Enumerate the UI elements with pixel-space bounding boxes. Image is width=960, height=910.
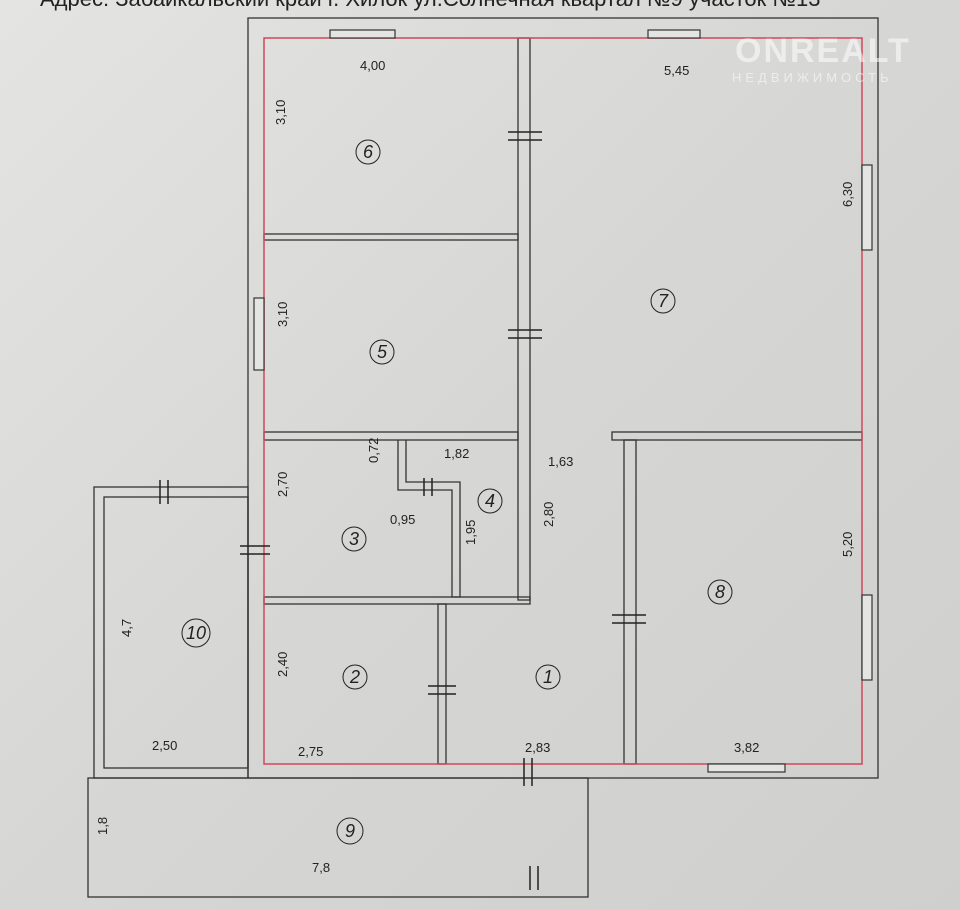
wall-5-3	[263, 431, 519, 441]
watermark-logo: ONREALT	[735, 32, 911, 70]
dim-hall-height: 2,80	[541, 502, 556, 527]
dim-r3-height: 2,70	[275, 472, 290, 497]
dim-hall-width: 1,63	[548, 454, 573, 469]
dim-r2-width: 2,75	[298, 744, 323, 759]
room-numbers: 1 2 3 4 5 6 7 8 9 10	[181, 139, 733, 845]
window	[861, 164, 873, 251]
wall-center	[517, 37, 531, 601]
room-2-number: 2	[349, 667, 360, 687]
dim-r1-width: 2,83	[525, 740, 550, 755]
wall-1-8	[623, 439, 637, 765]
dim-r3-width: 0,95	[390, 512, 415, 527]
room-10-number: 10	[186, 623, 206, 643]
window	[647, 29, 701, 39]
dim-r4-width: 1,82	[444, 446, 469, 461]
dim-r4-height: 1,95	[463, 520, 478, 545]
room-5-number: 5	[377, 342, 388, 362]
dim-r2-height: 2,40	[275, 652, 290, 677]
outer-wall	[247, 17, 879, 779]
room-3-number: 3	[349, 529, 359, 549]
wall-6-5	[263, 233, 519, 241]
red-outline	[263, 37, 863, 765]
window	[707, 763, 786, 773]
dim-r9-height: 1,8	[95, 817, 110, 835]
dim-r10-width: 2,50	[152, 738, 177, 753]
room-1-number: 1	[543, 667, 553, 687]
window	[861, 594, 873, 681]
room-7-number: 7	[658, 291, 669, 311]
dim-r6-width: 4,00	[360, 58, 385, 73]
dim-r10-height: 4,7	[119, 619, 134, 637]
dim-r9-width: 7,8	[312, 860, 330, 875]
room-4-number: 4	[485, 491, 495, 511]
window	[253, 297, 265, 371]
room-9-terrace	[87, 777, 589, 898]
wall-3-2	[263, 596, 531, 605]
wall-7-8	[611, 431, 863, 441]
watermark-subtitle: НЕДВИЖИМОСТЬ	[732, 70, 893, 85]
dim-r8-height: 5,20	[840, 532, 855, 557]
wall-2-1	[437, 603, 447, 765]
address-header: Адрес: Забайкальский край г. Хилок ул.Со…	[40, 0, 820, 12]
dim-r6-height: 3,10	[273, 100, 288, 125]
dim-r4-step: 0,72	[366, 438, 381, 463]
room-6-number: 6	[363, 142, 374, 162]
door-marks	[159, 131, 646, 890]
room-8-number: 8	[715, 582, 725, 602]
room-10-inner-wall	[103, 496, 249, 769]
dim-r8-width: 3,82	[734, 740, 759, 755]
dim-r5-height: 3,10	[275, 302, 290, 327]
dim-r7-width: 5,45	[664, 63, 689, 78]
room-9-number: 9	[345, 821, 355, 841]
window	[329, 29, 396, 39]
room-10-outer-wall	[93, 486, 249, 779]
dim-r7-height: 6,30	[840, 182, 855, 207]
